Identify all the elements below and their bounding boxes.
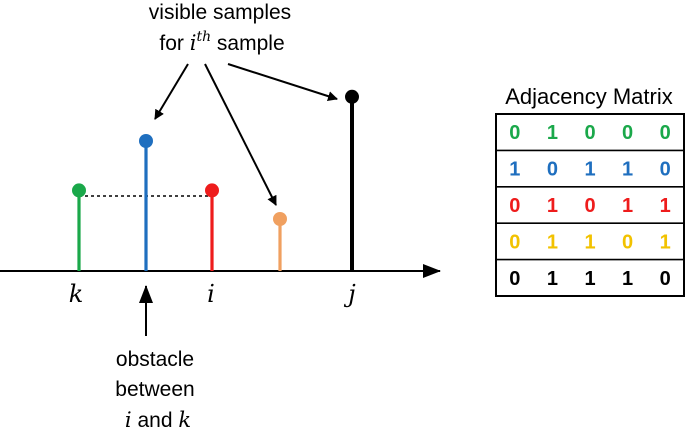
pointer-arrow-obstacle	[154, 63, 189, 120]
bottom-annotation-line3: i and k	[125, 408, 191, 432]
matrix-cell: 1	[547, 122, 558, 144]
matrix-cell: 0	[509, 122, 520, 144]
top-annotation-line1: visible samples	[149, 1, 291, 24]
bottom-annotation-and: and	[132, 409, 179, 432]
matrix-cell: 0	[622, 231, 633, 253]
stem-marker-obstacle	[139, 134, 153, 148]
matrix-cell: 0	[584, 195, 595, 217]
matrix-cell: 1	[547, 268, 558, 290]
matrix-cell: 0	[547, 159, 558, 181]
top-annotation-sup: th	[196, 29, 211, 45]
stem-marker-orange	[273, 212, 287, 226]
matrix-cell: 0	[509, 268, 520, 290]
matrix-cell: 0	[622, 122, 633, 144]
adjacency-matrix: 0 1 0 0 0 1 0 1 1 0 0 1 0 1 1 0 1 1 0 1 0 1 1 1 0	[495, 113, 685, 297]
matrix-cell: 1	[622, 268, 633, 290]
axis-label-j: j	[343, 280, 356, 308]
matrix-cell: 0	[660, 122, 671, 144]
matrix-title: Adjacency Matrix	[505, 84, 673, 109]
stem-marker-k	[72, 183, 86, 198]
matrix-cell: 1	[509, 159, 520, 181]
matrix-cell: 1	[622, 195, 633, 217]
top-annotation-suffix: sample	[211, 32, 285, 55]
matrix-cell: 0	[509, 231, 520, 253]
matrix-cell: 0	[660, 159, 671, 181]
top-annotation-var: i	[190, 31, 197, 55]
bottom-annotation-line1: obstacle	[116, 348, 194, 371]
matrix-cell: 1	[660, 195, 671, 217]
matrix-cell: 1	[547, 195, 558, 217]
top-annotation-line2: for ith sample	[159, 29, 284, 55]
matrix-cell: 1	[584, 268, 595, 290]
matrix-cell: 1	[584, 159, 595, 181]
matrix-cell: 0	[509, 195, 520, 217]
axis-label-k: k	[69, 280, 84, 308]
stems	[72, 89, 359, 271]
matrix-cell: 1	[660, 231, 671, 253]
bottom-annotation-var-i: i	[125, 408, 132, 432]
matrix-cell: 1	[547, 231, 558, 253]
bottom-annotation-var-k: k	[178, 408, 191, 432]
matrix-cell: 1	[622, 159, 633, 181]
bottom-annotation-line2: between	[115, 378, 194, 401]
top-annotation-prefix: for	[159, 32, 189, 55]
matrix-cell: 0	[584, 122, 595, 144]
matrix-cell: 0	[660, 268, 671, 290]
matrix-cell: 1	[584, 231, 595, 253]
stem-marker-j	[345, 89, 359, 104]
matrix-frame	[495, 113, 685, 297]
axis-label-i: i	[207, 280, 215, 308]
stem-marker-i	[205, 183, 219, 198]
pointer-arrow-j	[227, 63, 338, 102]
pointer-arrow-orange	[204, 63, 277, 206]
